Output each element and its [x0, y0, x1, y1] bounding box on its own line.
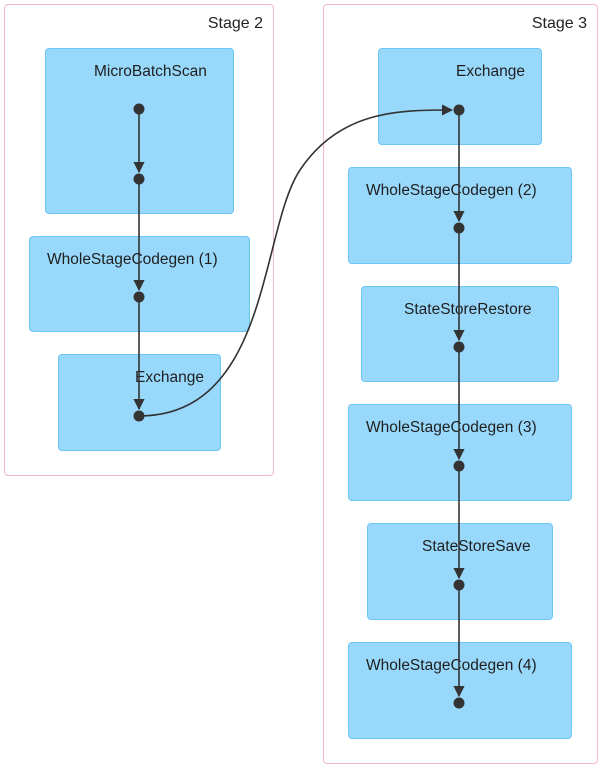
- port-dot: [133, 173, 145, 185]
- port-dot: [133, 103, 145, 115]
- port-dot: [453, 222, 465, 234]
- port-dot: [453, 697, 465, 709]
- stage-3-cluster: Stage 3: [323, 4, 598, 764]
- node-label: WholeStageCodegen (3): [366, 419, 537, 436]
- stage-2-title: Stage 2: [207, 15, 263, 32]
- edge-exchange-to-exchange: [138, 104, 454, 417]
- port-dot: [453, 104, 465, 116]
- port-dot: [453, 460, 465, 472]
- port-dot: [133, 410, 145, 422]
- node-label: StateStoreRestore: [404, 301, 532, 318]
- node-label: StateStoreSave: [422, 538, 531, 555]
- node-label: Exchange: [135, 369, 204, 386]
- node-label: WholeStageCodegen (2): [366, 182, 537, 199]
- stage-3-title: Stage 3: [531, 15, 587, 32]
- node-label: Exchange: [456, 63, 525, 80]
- node-label: WholeStageCodegen (1): [47, 251, 218, 268]
- node-exchange-stage3[interactable]: Exchange: [378, 48, 542, 145]
- port-dot: [133, 291, 145, 303]
- port-dot: [453, 341, 465, 353]
- port-dot: [453, 579, 465, 591]
- node-label: WholeStageCodegen (4): [366, 657, 537, 674]
- node-label: MicroBatchScan: [94, 63, 207, 80]
